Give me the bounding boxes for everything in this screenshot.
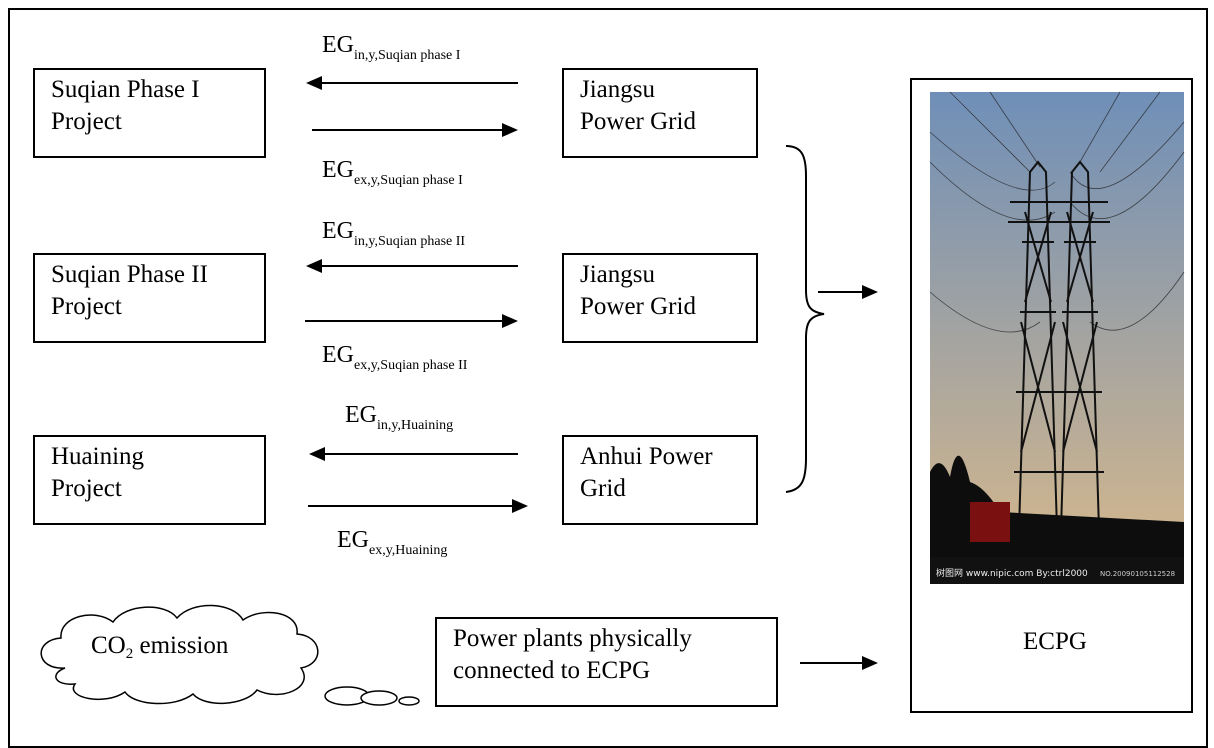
anhui-grid-box: Anhui Power Grid (562, 435, 758, 525)
photo-caption-right: NO.20090105112528 (1100, 570, 1175, 578)
power-plants-box: Power plants physically connected to ECP… (435, 617, 778, 707)
huaining-project-box: Huaining Project (33, 435, 266, 525)
photo-caption-left: 树图网 www.nipic.com By:ctrl2000 (936, 567, 1088, 579)
eg-in-suqian-2-label: EGin,y,Suqian phase II (322, 218, 466, 249)
export-arrow-3-head (512, 499, 528, 513)
grouping-brace (785, 145, 825, 493)
export-arrow-2-shaft (305, 320, 504, 322)
grids-to-ecpg-arrow-shaft (818, 291, 864, 293)
import-arrow-3-head (309, 447, 325, 461)
grids-to-ecpg-arrow-head (862, 285, 878, 299)
eg-ex-suqian-2-label: EGex,y,Suqian phase II (322, 342, 468, 373)
eg-ex-suqian-1-label: EGex,y,Suqian phase I (322, 157, 463, 188)
co2-cloud (40, 604, 420, 706)
export-arrow-1-head (502, 123, 518, 137)
co2-emission-label: CO2 emission (91, 632, 229, 662)
eg-ex-huaining-label: EGex,y,Huaining (337, 527, 448, 558)
export-arrow-2-head (502, 314, 518, 328)
export-arrow-3-shaft (308, 505, 514, 507)
eg-in-suqian-1-label: EGin,y,Suqian phase I (322, 32, 461, 63)
suqian-phase-1-project-box: Suqian Phase I Project (33, 68, 266, 158)
export-arrow-1-shaft (312, 129, 504, 131)
import-arrow-1-shaft (322, 82, 518, 84)
ecpg-label: ECPG (1023, 628, 1087, 655)
plants-to-ecpg-arrow-shaft (800, 662, 864, 664)
suqian-phase-2-project-box: Suqian Phase II Project (33, 253, 266, 343)
plants-to-ecpg-arrow-head (862, 656, 878, 670)
jiangsu-grid-box-2: Jiangsu Power Grid (562, 253, 758, 343)
import-arrow-2-shaft (322, 265, 518, 267)
jiangsu-grid-box-1: Jiangsu Power Grid (562, 68, 758, 158)
import-arrow-2-head (306, 259, 322, 273)
eg-in-huaining-label: EGin,y,Huaining (345, 402, 454, 433)
import-arrow-1-head (306, 76, 322, 90)
import-arrow-3-shaft (325, 453, 518, 455)
power-tower-photo: 树图网 www.nipic.com By:ctrl2000 NO.2009010… (929, 91, 1185, 584)
